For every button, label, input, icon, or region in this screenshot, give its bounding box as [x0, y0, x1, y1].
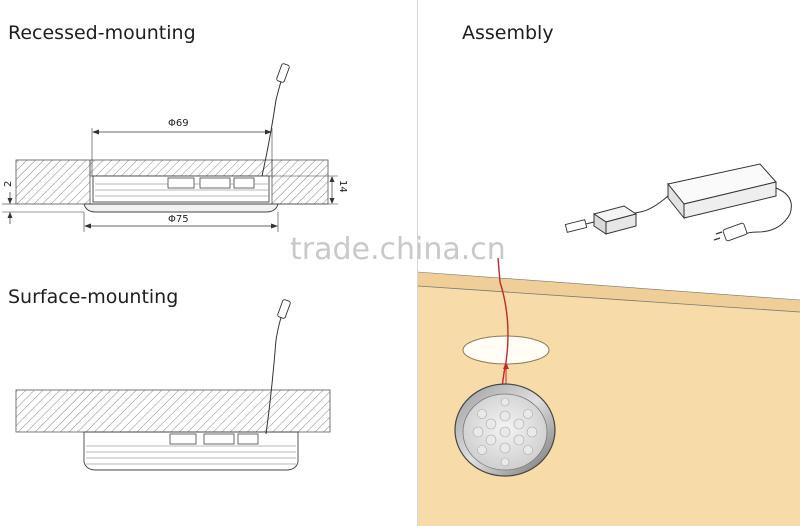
dimension-flange: 2 [3, 181, 14, 187]
recessed-mounting-heading: Recessed-mounting [8, 22, 196, 44]
cable-connector [277, 299, 291, 319]
assembly-drawing [417, 163, 800, 526]
section-divider [417, 0, 418, 526]
fixture-component [199, 177, 231, 189]
driver-input-cable [741, 187, 792, 237]
fixture-component [233, 177, 255, 189]
ceiling-panel [15, 389, 331, 433]
fixture-flange [83, 203, 279, 213]
dimension-depth: 14 [337, 180, 348, 193]
surface-mounting-heading: Surface-mounting [8, 286, 179, 308]
fixture-component [169, 433, 197, 445]
ceiling-panel-right [271, 159, 329, 205]
distribution-box [592, 205, 638, 235]
cable [265, 311, 284, 435]
cable [261, 77, 283, 177]
fixture-component [167, 177, 195, 189]
small-connector [564, 219, 595, 233]
dimension-outer-diameter: Φ75 [168, 214, 189, 225]
fixture-component [203, 433, 235, 445]
watermark: trade.china.cn [290, 232, 506, 267]
ceiling-panel-top [89, 159, 273, 177]
led-array [472, 397, 538, 467]
power-plug [713, 222, 748, 242]
ceiling-panel-left [15, 159, 91, 205]
cable-connector [276, 63, 290, 83]
surface-mounting-drawing [15, 299, 331, 471]
insert-arrow-icon [503, 362, 509, 369]
fixture-component [237, 433, 259, 445]
assembly-heading: Assembly [462, 22, 554, 44]
dimension-inner-diameter: Φ69 [168, 118, 189, 129]
wood-panel-top-edge [418, 272, 800, 312]
led-driver [667, 163, 777, 220]
recessed-mounting-drawing: Φ69 Φ75 14 2 [2, 63, 348, 232]
